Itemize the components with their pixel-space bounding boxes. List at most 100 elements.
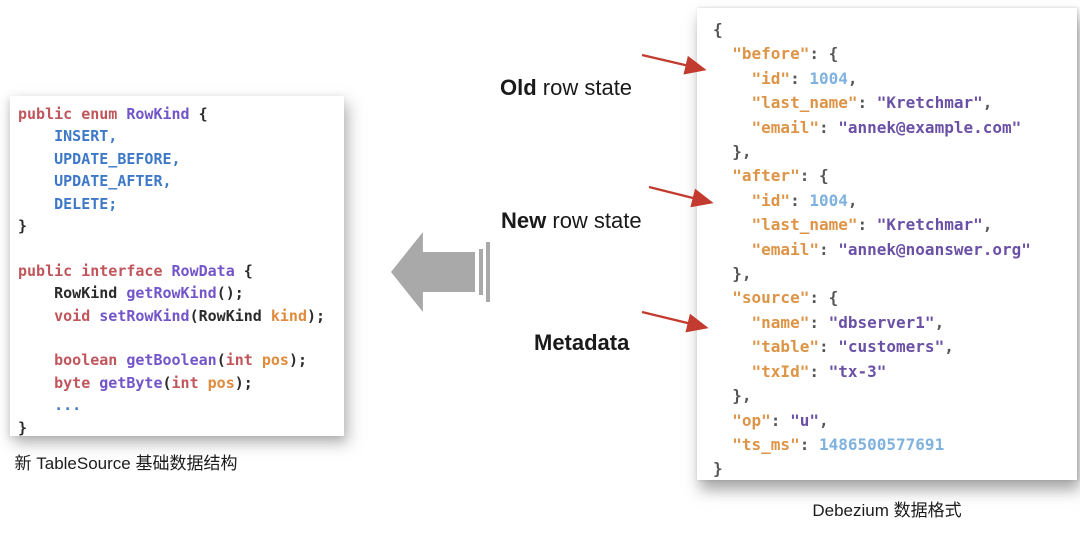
new-row-state-label: New row state — [501, 208, 642, 234]
code-token: , — [847, 190, 858, 210]
code-token: { — [713, 20, 723, 39]
code-token: RowData — [162, 261, 235, 280]
code-token: : — [857, 93, 877, 113]
code-token: ( — [162, 373, 172, 392]
code-token: 1004 — [809, 190, 848, 210]
rowdata-code-panel: public enum RowKind { INSERT, UPDATE_BEF… — [10, 96, 344, 437]
code-token — [713, 215, 752, 234]
code-token: setRowKind — [90, 306, 190, 325]
code-token: RowKind — [18, 284, 127, 303]
code-token: "u" — [790, 410, 819, 430]
code-line: "name": "dbserver1", — [713, 311, 1077, 335]
code-token — [713, 362, 752, 381]
code-token: : — [790, 68, 810, 88]
code-token: , — [982, 215, 993, 235]
code-token: "Kretchmar" — [876, 215, 983, 235]
code-line: "after": { — [713, 164, 1077, 188]
code-token — [713, 69, 752, 88]
code-line — [18, 237, 340, 259]
code-token: DELETE; — [18, 194, 118, 213]
code-line: ... — [18, 394, 340, 416]
code-token: , — [934, 312, 945, 332]
code-token: INSERT, — [18, 127, 118, 146]
code-token: }, — [713, 264, 752, 284]
code-token: kind — [261, 306, 307, 325]
code-line: }, — [713, 140, 1077, 164]
code-token: }, — [713, 142, 752, 162]
old-row-state-label-bold: Old — [500, 75, 537, 100]
code-line: RowKind getRowKind(); — [18, 282, 340, 304]
code-line: { — [713, 18, 1077, 42]
code-token: "email" — [751, 117, 819, 137]
code-token: } — [18, 418, 28, 437]
code-line: "email": "annek@example.com" — [713, 116, 1077, 140]
code-token: "ts_ms" — [732, 434, 800, 454]
code-token: UPDATE_AFTER, — [18, 172, 172, 191]
code-line: INSERT, — [18, 125, 340, 147]
code-token: boolean — [18, 351, 118, 370]
code-token: ( — [216, 351, 226, 370]
debezium-json-panel: { "before": { "id": 1004, "last_name": "… — [697, 8, 1077, 480]
code-token — [713, 288, 732, 307]
block-arrow-head-shaft — [391, 232, 475, 312]
code-token: "dbserver1" — [828, 312, 935, 332]
code-line: "txId": "tx-3" — [713, 360, 1077, 384]
code-token: "Kretchmar" — [876, 93, 983, 113]
metadata-label: Metadata — [534, 330, 630, 355]
code-token: "email" — [751, 239, 819, 259]
code-token: } — [713, 459, 723, 479]
code-token: "table" — [751, 337, 819, 357]
code-token: }, — [713, 386, 752, 406]
code-token: public enum — [18, 105, 118, 123]
code-line: UPDATE_AFTER, — [18, 170, 340, 192]
code-token: "customers" — [838, 337, 945, 357]
code-token: pos — [252, 351, 289, 370]
code-token: : — [818, 239, 839, 259]
code-line: void setRowKind(RowKind kind); — [18, 305, 340, 327]
code-line: "table": "customers", — [713, 335, 1077, 359]
code-token: : — [770, 410, 791, 430]
code-token: { — [189, 105, 208, 123]
code-token: "source" — [732, 288, 810, 308]
code-line: byte getByte(int pos); — [18, 372, 340, 394]
left-block-arrow-icon — [391, 232, 492, 312]
code-line: }, — [713, 262, 1077, 286]
code-token: "tx-3" — [828, 361, 887, 381]
code-token: 1486500577691 — [818, 434, 945, 454]
code-token: "id" — [751, 190, 791, 210]
code-line: "last_name": "Kretchmar", — [713, 91, 1077, 115]
code-token: (RowKind — [189, 306, 262, 325]
code-token: ... — [18, 396, 82, 415]
code-token — [713, 93, 752, 112]
code-line: DELETE; — [18, 193, 340, 215]
code-line: "last_name": "Kretchmar", — [713, 213, 1077, 237]
code-token: , — [944, 337, 954, 357]
code-token — [713, 313, 752, 332]
code-line: "ts_ms": 1486500577691 — [713, 433, 1077, 457]
code-token: void — [18, 306, 91, 325]
code-token: "name" — [751, 312, 810, 332]
code-line: "source": { — [713, 286, 1077, 310]
code-token: public interface — [18, 261, 163, 280]
left-caption: 新 TableSource 基础数据结构 — [14, 454, 238, 473]
code-line: } — [18, 215, 340, 237]
code-token: ); — [234, 373, 253, 392]
code-line — [18, 327, 340, 349]
code-token: "after" — [732, 166, 800, 186]
code-line: "id": 1004, — [713, 67, 1077, 91]
code-token: : — [790, 190, 810, 210]
code-token: : { — [809, 44, 839, 64]
code-token — [713, 44, 732, 63]
code-line: public enum RowKind { — [18, 103, 340, 125]
code-token — [713, 411, 732, 430]
code-line: "id": 1004, — [713, 189, 1077, 213]
code-token — [713, 240, 752, 259]
code-line: UPDATE_BEFORE, — [18, 148, 340, 170]
code-token: "last_name" — [751, 215, 858, 235]
code-token: : — [818, 337, 839, 357]
code-line: } — [713, 457, 1077, 481]
code-token: RowKind — [117, 105, 190, 123]
code-line: boolean getBoolean(int pos); — [18, 349, 340, 371]
code-token: : — [799, 434, 819, 454]
code-token: : — [818, 117, 839, 137]
